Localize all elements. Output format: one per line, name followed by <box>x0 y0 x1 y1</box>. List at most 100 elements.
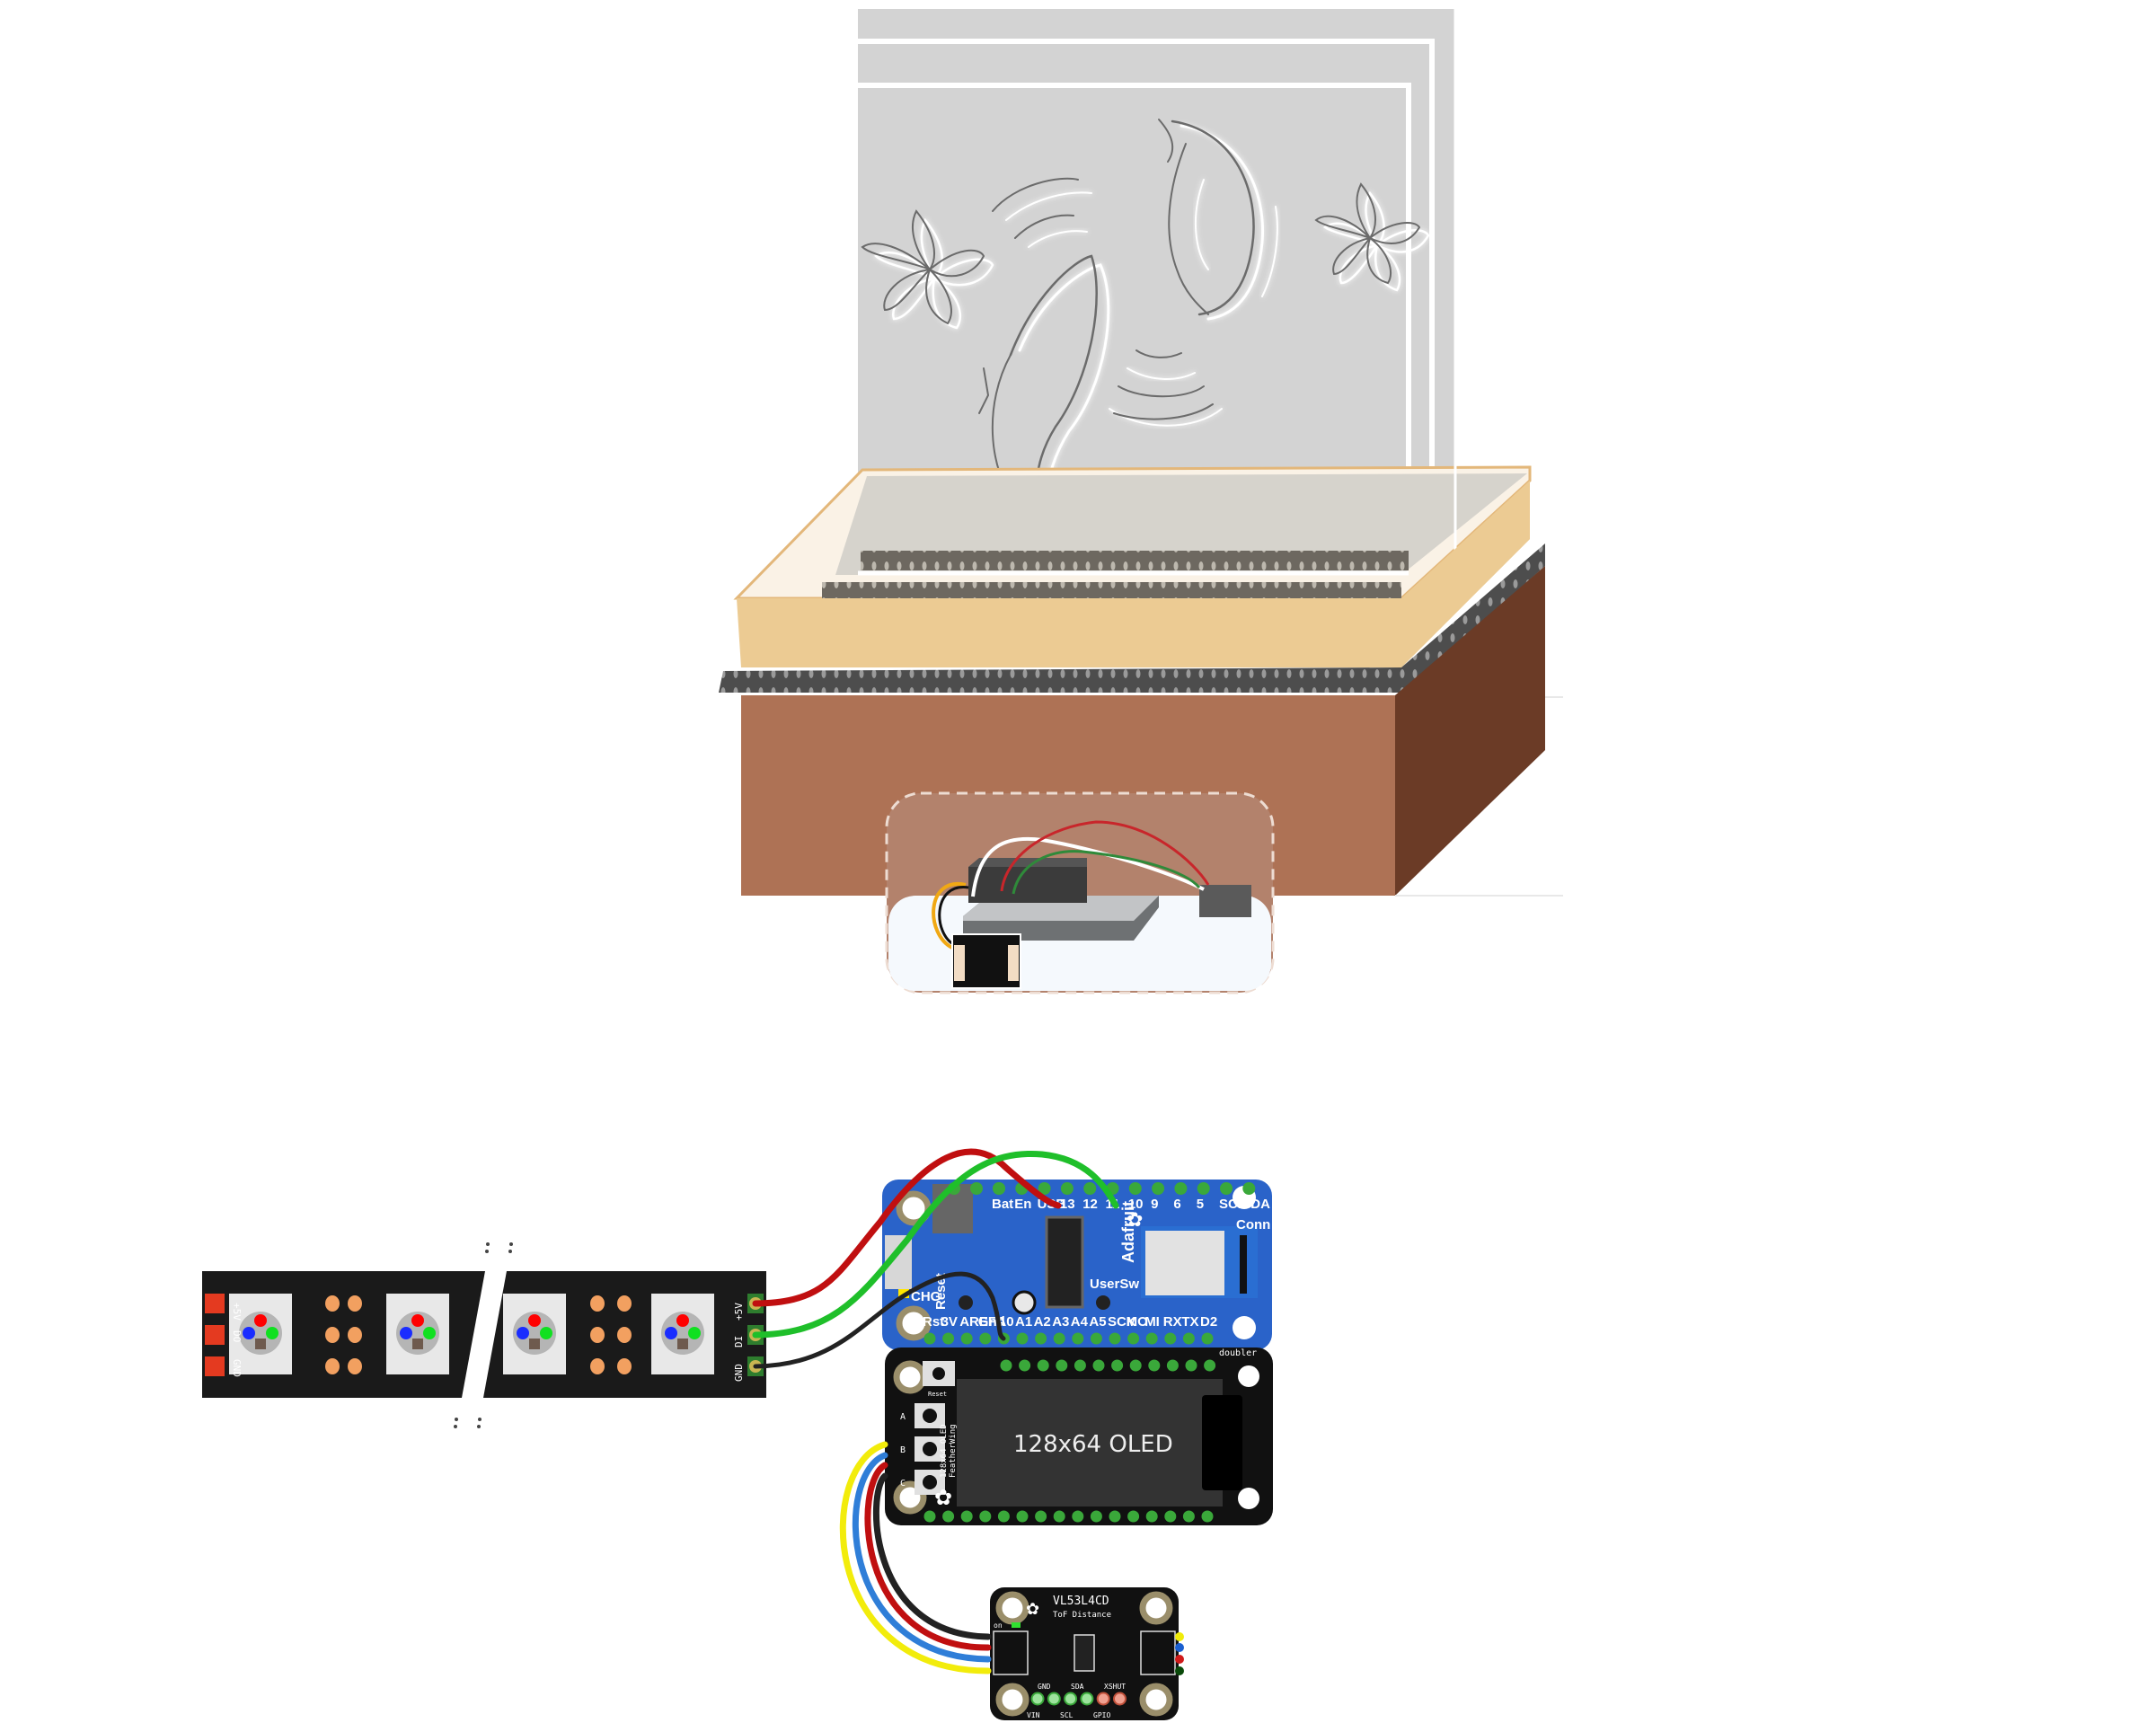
adafruit-star-icon-oled: ✿ <box>934 1486 952 1510</box>
adafruit-star-icon: ✿ <box>1127 1208 1143 1231</box>
usersw-label: UserSw <box>1090 1277 1139 1292</box>
wire-black-gnd <box>753 1271 1006 1369</box>
pin-label: D2 <box>1200 1314 1217 1330</box>
header-pin <box>1035 1332 1047 1345</box>
reset-label-feather: Reset <box>933 1273 949 1310</box>
doubler-bottom-pins <box>923 1510 1214 1523</box>
label-gnd-right: GND <box>733 1364 745 1382</box>
tray-front-band <box>737 481 1530 667</box>
wires <box>752 1148 1119 1674</box>
header-pin <box>1000 1359 1012 1372</box>
led-strip-outer-front <box>719 667 1401 693</box>
sensor-subtitle: ToF Distance <box>1053 1611 1111 1620</box>
header-pin <box>970 1182 983 1195</box>
stemma-connector-right <box>1140 1630 1176 1675</box>
strip-pad <box>325 1327 340 1343</box>
pin-label: A2 <box>1034 1314 1051 1330</box>
strip-pad <box>617 1358 632 1374</box>
sensor-power-led <box>1012 1622 1021 1628</box>
header-pin <box>1201 1332 1214 1345</box>
sensor-pin <box>1080 1692 1094 1706</box>
oled-board-text-1: 128x64 OLED <box>940 1424 949 1478</box>
header-pin <box>1053 1332 1065 1345</box>
header-pin <box>960 1332 973 1345</box>
label-di-right: DI <box>733 1336 745 1347</box>
header-pin <box>1127 1510 1140 1523</box>
strip-pad <box>590 1358 605 1374</box>
tof-sensor-mini-pad-l <box>954 945 965 981</box>
sensor-hole-tl <box>995 1591 1029 1625</box>
pin-label: Bat <box>992 1197 1013 1212</box>
wire-stemma-black <box>872 1472 992 1640</box>
header-pin <box>1197 1182 1210 1195</box>
tray-inner-floor <box>835 473 1527 575</box>
header-pin <box>1109 1510 1121 1523</box>
pin-label: MI <box>1144 1314 1160 1330</box>
header-pin <box>923 1510 936 1523</box>
header-pin <box>997 1510 1010 1523</box>
capacitor <box>1012 1290 1037 1315</box>
header-pin <box>1129 1359 1142 1372</box>
pin-label: 6 <box>1173 1197 1180 1212</box>
strip-pad <box>590 1295 605 1312</box>
header-pin <box>942 1332 955 1345</box>
strip-pad <box>325 1295 340 1312</box>
pin-label: 9 <box>1151 1197 1158 1212</box>
acrylic-outline-inner <box>858 83 1411 571</box>
pin-label: 13 <box>1060 1197 1075 1212</box>
pin-label: AREF <box>959 1314 996 1330</box>
pin-label: 10 <box>1128 1197 1144 1212</box>
pin-label: SCL <box>1219 1197 1246 1212</box>
label-5v-right: +5V <box>733 1303 745 1321</box>
pin-label: En <box>1014 1197 1031 1212</box>
oled-button-c[interactable]: C <box>900 1470 945 1495</box>
header-pin <box>1060 1182 1074 1195</box>
pin-label: A1 <box>1015 1314 1032 1330</box>
header-pin <box>1109 1332 1121 1345</box>
strip-pad <box>325 1358 340 1374</box>
oled-button-a[interactable]: A <box>900 1403 945 1428</box>
header-pin <box>1092 1359 1105 1372</box>
conn-label: Conn <box>1236 1217 1270 1233</box>
header-pin <box>1019 1359 1031 1372</box>
pin-label: 12 <box>1082 1197 1098 1212</box>
header-pin <box>1182 1510 1195 1523</box>
header-pin <box>1148 1359 1161 1372</box>
strip-pad <box>617 1295 632 1312</box>
header-pin <box>1204 1359 1216 1372</box>
header-pin <box>1127 1332 1140 1345</box>
led-group <box>229 1294 714 1374</box>
header-pin <box>1083 1182 1097 1195</box>
header-pin <box>1074 1359 1086 1372</box>
sensor-chip <box>1074 1634 1095 1672</box>
strip-pad <box>348 1327 362 1343</box>
oled-button-b[interactable]: B <box>900 1436 945 1462</box>
wire-stemma <box>932 881 967 950</box>
header-pin <box>1185 1359 1197 1372</box>
header-pin <box>1090 1332 1102 1345</box>
label-5v-left: +5V <box>231 1303 243 1321</box>
wire-green-data <box>752 1150 1119 1339</box>
oled-button-label: B <box>900 1445 906 1455</box>
label-do-left: DO <box>231 1330 243 1342</box>
header-pin <box>1056 1359 1068 1372</box>
wire-red <box>1000 820 1210 892</box>
wire-stemma-black <box>938 886 969 947</box>
header-pin <box>1090 1510 1102 1523</box>
header-pin <box>1145 1510 1158 1523</box>
neopixel-led <box>503 1294 566 1374</box>
sensor-pin-label: VIN <box>1027 1711 1040 1719</box>
header-pin <box>1038 1182 1051 1195</box>
sensor-on-label: on <box>994 1621 1003 1630</box>
acrylic-outline-outer <box>858 39 1435 584</box>
sensor-pin-label: GND <box>1038 1683 1051 1691</box>
oled-module <box>968 867 1087 903</box>
chg-label: CHG <box>911 1289 941 1304</box>
sensor-pin-label: XSHUT <box>1104 1683 1126 1691</box>
header-pin <box>1152 1182 1165 1195</box>
strip-pad <box>590 1327 605 1343</box>
